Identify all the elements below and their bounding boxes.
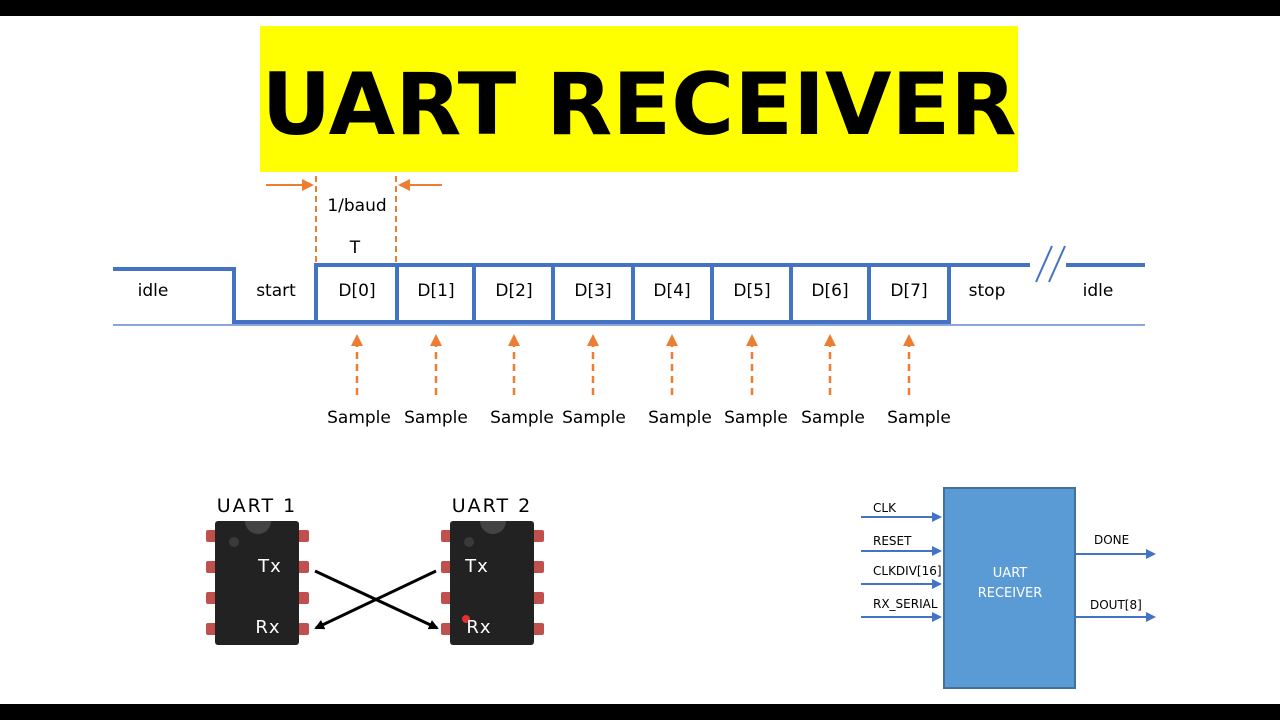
uart1-rx-label: Rx (255, 617, 280, 638)
tx2-to-rx1-arrow (314, 569, 437, 630)
block-title-line2: RECEIVER (978, 586, 1043, 601)
segment-label: D[5] (733, 281, 770, 301)
uart1-chip: UART 1 Tx Rx (206, 495, 309, 645)
chip-pin (297, 592, 309, 604)
period-marker: 1/baud T (266, 176, 442, 262)
chip-dot (464, 537, 474, 547)
sample-labels: Sample Sample Sample Sample Sample Sampl… (327, 408, 951, 428)
break-mark (1035, 245, 1053, 283)
uart2-chip: UART 2 Tx Rx (441, 495, 544, 645)
chip-indicator-dot (462, 615, 470, 623)
chip-pin (297, 561, 309, 573)
chip-body (215, 521, 299, 645)
output-label-dout: DOUT[8] (1090, 598, 1142, 612)
sample-arrows (351, 334, 915, 395)
input-label-rx-serial: RX_SERIAL (873, 597, 938, 611)
segment-label: start (256, 281, 296, 301)
sample-label: Sample (404, 408, 468, 428)
chip-notch (480, 521, 506, 534)
uart1-label: UART 1 (217, 495, 297, 517)
segment-label: idle (1083, 281, 1114, 301)
segment-label: stop (969, 281, 1006, 301)
segment-label: idle (138, 281, 169, 301)
sample-label: Sample (490, 408, 554, 428)
block-title-line1: UART (993, 566, 1027, 581)
sample-label: Sample (562, 408, 626, 428)
uart1-tx-label: Tx (257, 556, 282, 577)
timing-waveform: idle start D[0] D[1] D[2] D[3] D[4] D[5]… (113, 245, 1145, 326)
signal-idle-start (113, 267, 316, 324)
uart2-tx-label: Tx (464, 556, 489, 577)
sample-label: Sample (724, 408, 788, 428)
chip-dot (229, 537, 239, 547)
chip-pin (532, 623, 544, 635)
uart2-rx-label: Rx (466, 617, 491, 638)
sample-label: Sample (801, 408, 865, 428)
segment-label: D[3] (574, 281, 611, 301)
sample-label: Sample (327, 408, 391, 428)
segment-label: D[1] (417, 281, 454, 301)
chip-pin (532, 592, 544, 604)
segment-label: D[4] (653, 281, 690, 301)
title-banner (260, 26, 1018, 172)
segment-label: D[2] (495, 281, 532, 301)
sample-label: Sample (648, 408, 712, 428)
segment-label: D[7] (890, 281, 927, 301)
input-label-reset: RESET (873, 534, 912, 548)
sample-label: Sample (887, 408, 951, 428)
chip-body (450, 521, 534, 645)
chip-pin (297, 530, 309, 542)
uart2-label: UART 2 (452, 495, 532, 517)
segment-label: D[0] (338, 281, 375, 301)
period-symbol: T (349, 238, 361, 258)
input-label-clk: CLK (873, 501, 897, 515)
segment-label: D[6] (811, 281, 848, 301)
chip-pin (532, 561, 544, 573)
chip-notch (245, 521, 271, 534)
chip-pin (297, 623, 309, 635)
period-label: 1/baud (327, 196, 386, 216)
uart-receiver-block: UART RECEIVER CLK RESET CLKDIV[16] RX_SE… (861, 487, 1156, 689)
block-body (943, 487, 1076, 689)
input-label-clkdiv: CLKDIV[16] (873, 564, 942, 578)
output-label-done: DONE (1094, 533, 1129, 547)
page-title: UART RECEIVER (261, 55, 1016, 155)
chip-pin (532, 530, 544, 542)
